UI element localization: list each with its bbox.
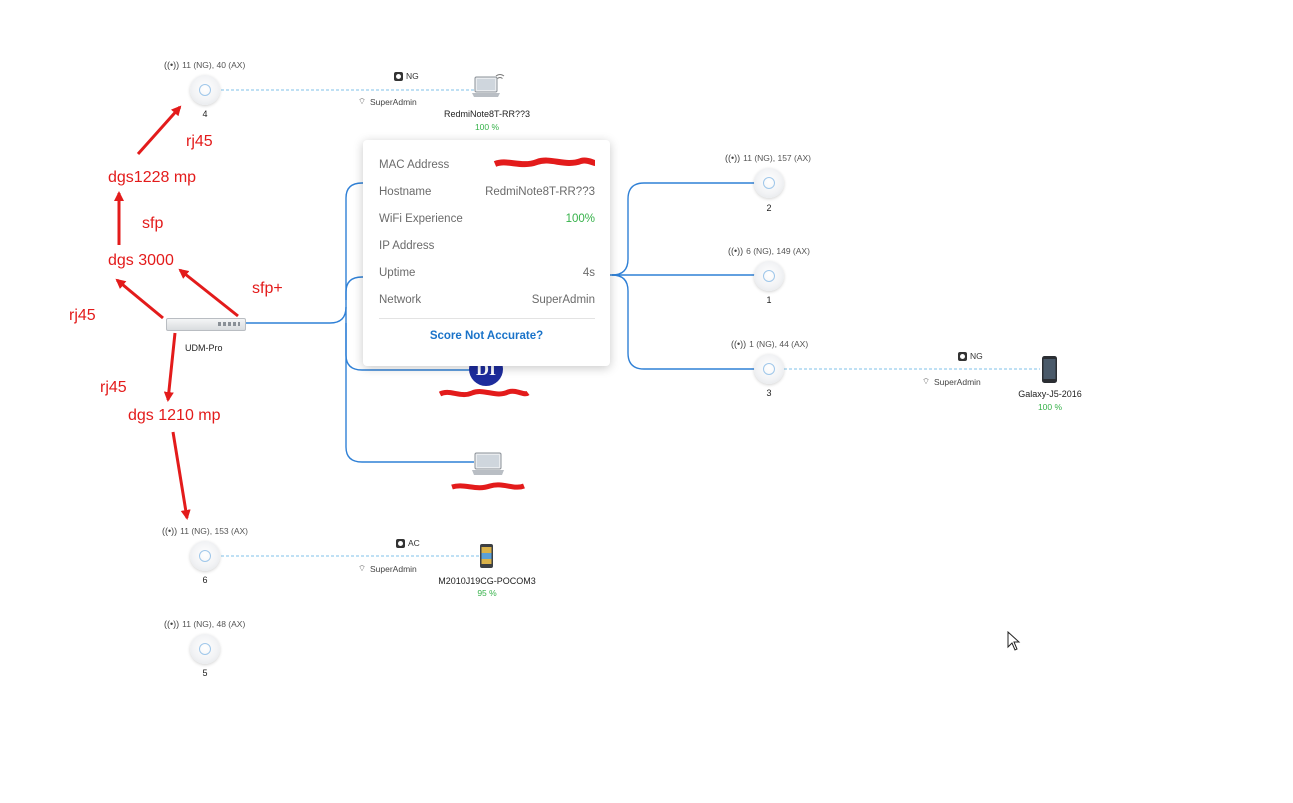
redmi-name: RedmiNote8T-RR??3 <box>443 109 531 119</box>
udm-pro-device[interactable] <box>166 318 246 331</box>
phone-icon[interactable] <box>1041 355 1059 385</box>
redaction-mark <box>451 482 525 491</box>
popup-row-network: Network SuperAdmin <box>379 294 595 306</box>
wifi-chip-icon <box>396 538 405 548</box>
antenna-icon: ((•)) <box>164 60 180 70</box>
laptop-icon[interactable] <box>472 451 506 477</box>
arrow-to-ap4 <box>136 105 182 155</box>
annotation-sfp-plus: sfp+ <box>252 280 283 297</box>
galaxy-ssid: ⌔SuperAdmin <box>922 376 981 387</box>
arrow-udm-to-dgs3000-left <box>115 278 164 320</box>
ap1-label: 1 <box>766 295 772 305</box>
popup-row-ip: IP Address <box>379 240 435 252</box>
access-point-3[interactable] <box>754 354 784 384</box>
ap6-label: 6 <box>202 575 208 585</box>
wifi-chip-icon <box>394 71 403 81</box>
ap3-radio-info: ((•))1 (NG), 44 (AX) <box>731 339 809 349</box>
phone-icon[interactable] <box>479 543 495 569</box>
access-point-2[interactable] <box>754 168 784 198</box>
galaxy-experience: 100 % <box>1037 402 1063 412</box>
redmi-band-badge: NG <box>394 71 419 81</box>
arrow-udm-to-dgs1210 <box>163 332 177 402</box>
ports-graphic <box>218 322 240 326</box>
link-to-right-branch <box>610 182 755 276</box>
popup-divider <box>379 318 595 319</box>
poco-name: M2010J19CG-POCOM3 <box>438 576 536 586</box>
annotation-dgs3000: dgs 3000 <box>108 252 174 269</box>
poco-band-badge: AC <box>396 538 420 548</box>
link-branch-mid <box>345 276 364 300</box>
access-point-5[interactable] <box>190 634 220 664</box>
access-point-6[interactable] <box>190 541 220 571</box>
link-branch-laptop <box>345 323 474 463</box>
redaction-mark <box>438 388 530 398</box>
antenna-icon: ((•)) <box>162 526 178 536</box>
ap5-radio-info: ((•))11 (NG), 48 (AX) <box>164 619 246 629</box>
antenna-icon: ((•)) <box>728 246 744 256</box>
popup-row-mac: MAC Address <box>379 159 450 171</box>
annotation-dgs1210: dgs 1210 mp <box>128 407 221 424</box>
poco-experience: 95 % <box>477 588 497 598</box>
mouse-cursor-icon <box>1007 631 1021 651</box>
link-branch-up <box>345 182 364 323</box>
ap1-radio-info: ((•))6 (NG), 149 (AX) <box>728 246 810 256</box>
laptop-wifi-icon[interactable] <box>472 73 506 99</box>
wifi-chip-icon <box>958 351 967 361</box>
link-udm-to-switch <box>244 306 347 324</box>
poco-ssid: ⌔SuperAdmin <box>358 563 417 574</box>
link-right-ap3 <box>611 274 755 370</box>
redaction-mark <box>493 157 596 168</box>
ap2-radio-info: ((•))11 (NG), 157 (AX) <box>725 153 812 163</box>
annotation-rj45-top: rj45 <box>186 133 213 150</box>
ap2-label: 2 <box>766 203 772 213</box>
annotation-dgs1228: dgs1228 mp <box>108 169 197 186</box>
wifi-icon: ⌔ <box>358 96 366 106</box>
galaxy-band-badge: NG <box>958 351 983 361</box>
galaxy-name: Galaxy-J5-2016 <box>1018 389 1082 399</box>
ap6-radio-info: ((•))11 (NG), 153 (AX) <box>162 526 249 536</box>
wired-links <box>244 182 755 463</box>
annotation-arrows <box>114 105 239 520</box>
antenna-icon: ((•)) <box>731 339 747 349</box>
ap4-radio-info: ((•))11 (NG), 40 (AX) <box>164 60 246 70</box>
wifi-icon: ⌔ <box>922 376 930 386</box>
popup-row-wifi-experience: WiFi Experience 100% <box>379 213 595 225</box>
wireless-links <box>221 89 1040 557</box>
ap3-label: 3 <box>766 388 772 398</box>
ap5-label: 5 <box>202 668 208 678</box>
annotation-sfp: sfp <box>142 215 164 232</box>
antenna-icon: ((•)) <box>164 619 180 629</box>
antenna-icon: ((•)) <box>725 153 741 163</box>
ap4-label: 4 <box>202 109 208 119</box>
client-details-popup: MAC Address Hostname RedmiNote8T-RR??3 W… <box>363 140 610 366</box>
annotation-rj45-mid: rj45 <box>100 379 127 396</box>
redmi-ssid: ⌔SuperAdmin <box>358 96 417 107</box>
access-point-4[interactable] <box>190 75 220 105</box>
annotation-rj45-left: rj45 <box>69 307 96 324</box>
udm-pro-label: UDM-Pro <box>185 343 223 353</box>
wifi-icon: ⌔ <box>358 563 366 573</box>
arrow-udm-to-dgs3000-right <box>178 268 239 318</box>
access-point-1[interactable] <box>754 261 784 291</box>
arrow-dgs1210-to-ap6 <box>171 431 191 520</box>
score-not-accurate-link[interactable]: Score Not Accurate? <box>429 330 544 342</box>
popup-row-hostname: Hostname RedmiNote8T-RR??3 <box>379 186 595 198</box>
redmi-experience: 100 % <box>474 122 500 132</box>
popup-row-uptime: Uptime 4s <box>379 267 595 279</box>
